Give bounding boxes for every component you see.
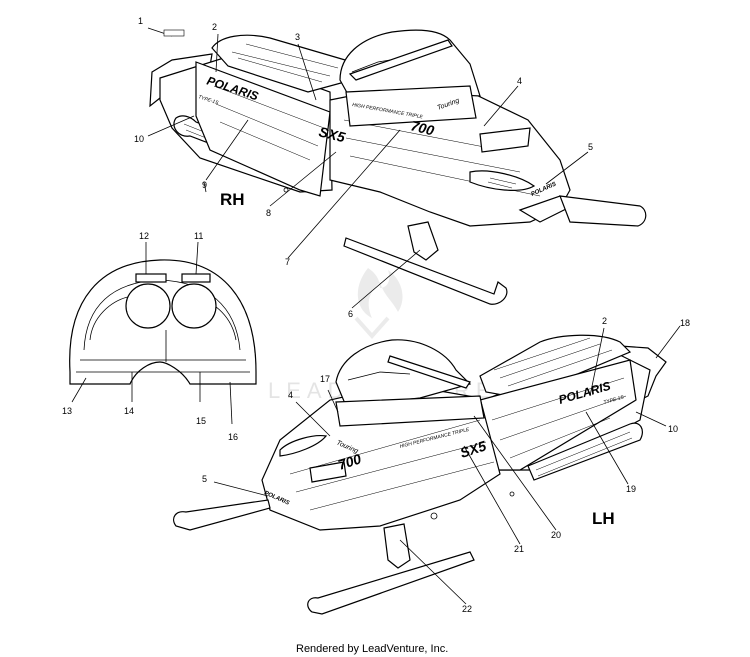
console-callout-11: 11 <box>194 231 203 241</box>
lh-headlight <box>309 461 347 483</box>
rh-callout-10: 10 <box>134 134 144 144</box>
lh-seat <box>479 334 632 399</box>
rh-decal-swatch-1 <box>163 29 185 37</box>
gauge-right <box>171 283 217 329</box>
rh-callouts: 1 2 3 4 5 6 7 8 9 10 <box>134 16 593 319</box>
console-decal-11 <box>181 273 211 283</box>
console-detail <box>69 259 257 385</box>
rh-ski-right <box>559 195 647 227</box>
rh-model-decal: SX5 <box>317 123 347 145</box>
watermark-logo <box>354 268 403 340</box>
console-callout-14: 14 <box>124 406 134 416</box>
lh-callout-18: 18 <box>680 318 690 328</box>
rh-headlight <box>479 127 531 153</box>
console-callout-13: 13 <box>62 406 72 416</box>
console-callout-15: 15 <box>196 416 206 426</box>
console-callout-12: 12 <box>139 231 149 241</box>
rh-dash <box>345 85 477 127</box>
lh-number-decal: 700 <box>336 450 363 473</box>
rh-callout-5: 5 <box>588 142 593 152</box>
lh-model-decal: SX5 <box>458 437 488 460</box>
rh-snowmobile: POLARIS TYPE-1S SX5 HIGH PERFORMANCE TRI… <box>149 29 647 305</box>
lh-callout-17: 17 <box>320 374 330 384</box>
rh-callout-1: 1 <box>138 16 143 26</box>
rh-callout-7: 7 <box>285 257 290 267</box>
lh-callout-22: 22 <box>462 604 472 614</box>
rh-number-decal: 700 <box>409 117 436 138</box>
lh-windshield <box>335 339 472 407</box>
lh-track <box>527 422 643 481</box>
rh-callout-8: 8 <box>266 208 271 218</box>
lh-callout-4: 4 <box>288 390 293 400</box>
console-callout-16: 16 <box>228 432 238 442</box>
rh-ski <box>343 237 508 305</box>
lh-side-label: LH <box>592 509 615 528</box>
footer-credit: Rendered by LeadVenture, Inc. <box>296 643 448 655</box>
lh-callout-19: 19 <box>626 484 636 494</box>
lh-callouts: 2 4 5 10 17 18 19 20 21 22 <box>202 316 690 614</box>
lh-snowmobile: POLARIS TYPE-1S SX5 HIGH PERFORMANCE TRI… <box>173 334 667 615</box>
lh-callout-10: 10 <box>668 424 678 434</box>
lh-callout-21: 21 <box>514 544 524 554</box>
console-callouts: 12 11 13 14 15 16 <box>62 231 238 442</box>
rh-callout-9: 9 <box>202 180 207 190</box>
lh-callout-2: 2 <box>602 316 607 326</box>
rh-callout-2: 2 <box>212 22 217 32</box>
rh-callout-6: 6 <box>348 309 353 319</box>
lh-handlebar <box>387 355 471 389</box>
rh-spindle <box>407 221 439 261</box>
gauge-left <box>125 283 171 329</box>
rh-callout-4: 4 <box>517 76 522 86</box>
lh-dash <box>335 395 485 427</box>
rh-side-label: RH <box>220 190 245 209</box>
console-decal-12 <box>135 273 167 283</box>
lh-callout-5: 5 <box>202 474 207 484</box>
lh-rear-code-decal: TYPE-1S <box>603 394 625 406</box>
rh-handlebar <box>348 39 453 81</box>
rh-callout-3: 3 <box>295 32 300 42</box>
lh-ski <box>307 551 475 615</box>
lh-spindle <box>383 523 411 569</box>
lh-callout-20: 20 <box>551 530 561 540</box>
lh-ski-left <box>173 499 271 531</box>
